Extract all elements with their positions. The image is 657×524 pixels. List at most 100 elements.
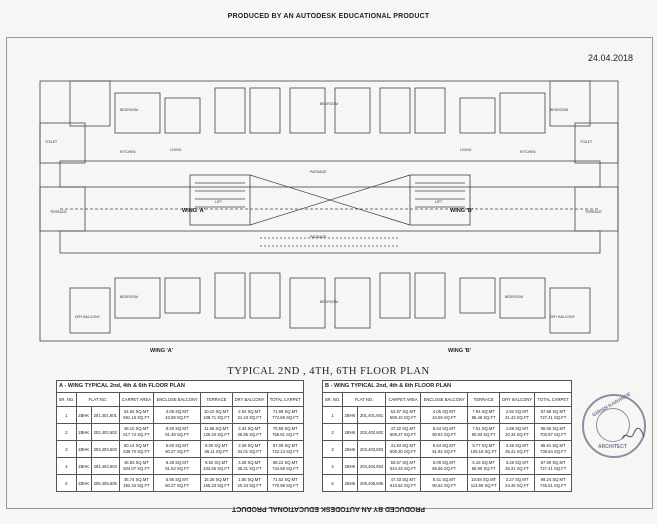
room-label: PASSAGE [310, 235, 327, 239]
table-cell: 2BHK [75, 423, 92, 441]
cell-line: 504.07 SQ.FT [123, 466, 150, 471]
cell-line: 6.15 SQ.MT [472, 460, 495, 465]
room-label: TOILET [580, 140, 593, 144]
cell-line: 24.45 SQ.FT [505, 483, 530, 488]
plan-title: TYPICAL 2ND , 4TH, 6TH FLOOR PLAN [227, 366, 430, 377]
cell-line: 544.33 SQ.FT [389, 466, 417, 471]
cell-line: 3.35 SQ.MT [505, 443, 529, 448]
cell-line: 50.57 SQ.MT [390, 460, 416, 465]
cell-line: 8.00 SQ.MT [205, 443, 228, 448]
table-cell: 2BHK [341, 474, 358, 492]
cell-line: 66.90 SQ.FT [471, 466, 496, 471]
table-cell: 2BHK [341, 406, 358, 424]
room-label: BEDROOM [320, 300, 338, 304]
table-header-row: SR. NO. FLAT NO. CARPET AREA ENCLOSE BAL… [56, 392, 305, 407]
cell-line: 727.41 SQ.FT [539, 415, 567, 420]
cell-line: 6.09 SQ.MT [432, 460, 456, 465]
table-header-row: SR. NO. FLAT NO. CARPET AREA ENCLOSE BAL… [322, 392, 572, 407]
wing-a-label-lower: WING 'A' [150, 348, 174, 354]
col-header: FLAT NO. [341, 392, 387, 407]
col-header: FLAT NO. [75, 392, 120, 407]
cell-line: 774.88 SQ.FT [272, 415, 299, 420]
table-cell: 1 [322, 406, 343, 424]
cell-line: 2.92 SQ.MT [238, 409, 261, 414]
table-cell: 5 [56, 474, 77, 492]
cell-line: 165.33 SQ.FT [203, 483, 230, 488]
cell-line: 517.74 SQ.FT [123, 432, 150, 437]
cell-line: 46.83 SQ.MT [123, 460, 149, 465]
cell-line: 759.81 SQ.FT [272, 432, 299, 437]
cell-line: 65.06 SQ.MT [540, 426, 566, 431]
educational-watermark-bottom: PRODUCED BY AN AUTODESK EDUCATIONAL PROD… [231, 505, 426, 512]
architect-stamp: GIRISH KARANDE ARCHITECT [582, 391, 646, 458]
cell-line: 71.62 SQ.MT [272, 477, 298, 482]
cell-line: 43.59 SQ.FT [165, 415, 190, 420]
cell-line: 80.83 SQ.FT [471, 432, 496, 437]
col-header: DRY BALCONY [231, 392, 268, 407]
cell-line: 90.84 SQ.FT [432, 432, 457, 437]
cell-line: 745.51 SQ.FT [539, 483, 567, 488]
cell-line: 3.28 SQ.MT [238, 460, 261, 465]
table-cell: 201,401,601 [90, 406, 120, 424]
cell-line: 35.41 SQ.FT [505, 449, 530, 454]
col-header: CARPET AREA [385, 392, 421, 407]
col-header: TOTAL CARPET [266, 392, 305, 407]
room-label: BEDROOM [320, 102, 338, 106]
cell-line: 8.50 SQ.MT [165, 426, 189, 431]
cell-line: 20.34 SQ.FT [505, 432, 530, 437]
cell-line: 5.95 SQ.MT [165, 477, 189, 482]
cell-line: 50.14 SQ.MT [123, 443, 149, 448]
cell-line: 91.49 SQ.FT [165, 432, 190, 437]
cell-line: 8.48 SQ.MT [165, 460, 189, 465]
table-cell: 3 [322, 440, 343, 458]
table-cell: 204,404,604 [356, 457, 387, 475]
cell-line: 67.58 SQ.MT [540, 409, 566, 414]
cell-line: 105.16 SQ.FT [470, 449, 497, 454]
cell-line: 508.27 SQ.FT [389, 432, 417, 437]
table-cell: 4 [56, 457, 77, 475]
cell-line: 7.94 SQ.MT [472, 409, 495, 414]
cell-line: 5.60 SQ.MT [165, 443, 189, 448]
wing-a-label-upper: WING 'A' [182, 208, 206, 214]
cell-line: 60.27 SQ.FT [165, 449, 190, 454]
col-header: SR. NO. [56, 392, 77, 407]
room-label: BEDROOM [120, 295, 138, 299]
cell-line: 510.54 SQ.FT [389, 483, 417, 488]
cell-line: 4.05 SQ.MT [165, 409, 189, 414]
table-cell: 203,403,603 [356, 440, 387, 458]
cell-line: 47.22 SQ.MT [390, 426, 416, 431]
cell-line: 506.30 SQ.FT [389, 449, 417, 454]
table-cell: 201,401,601 [356, 406, 387, 424]
cell-line: 591.15 SQ.FT [123, 415, 150, 420]
table-cell: 1 [56, 406, 77, 424]
cell-line: 91.92 SQ.FT [432, 449, 457, 454]
table-cell: 204,404,604 [90, 457, 120, 475]
table-cell: 2BHK [75, 440, 92, 458]
cell-line: 4.05 SQ.MT [432, 409, 456, 414]
